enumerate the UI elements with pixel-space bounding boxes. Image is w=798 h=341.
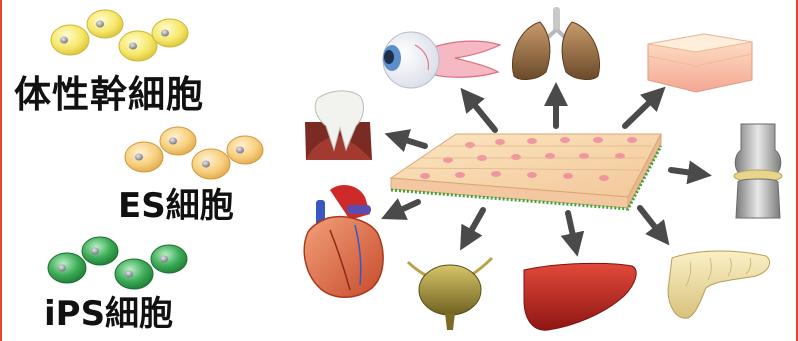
knee-joint-icon — [734, 124, 782, 218]
cell — [227, 136, 263, 164]
cell — [51, 25, 89, 55]
arrow-to-heart — [392, 202, 418, 214]
somatic-stem-cell-label: 体性幹細胞 — [14, 76, 204, 113]
bladder-icon — [408, 258, 492, 330]
cell — [115, 259, 153, 289]
es-cell-label: ES細胞 — [118, 189, 234, 223]
cell — [151, 245, 187, 273]
ips-cell-label: iPS細胞 — [44, 297, 173, 331]
cell — [119, 31, 157, 61]
es-cells — [125, 127, 263, 179]
heart-icon — [304, 185, 383, 297]
cell — [125, 142, 163, 172]
liver-icon — [524, 263, 636, 330]
arrow-to-bladder — [466, 210, 483, 240]
cell — [48, 253, 86, 283]
pancreas-icon — [668, 251, 770, 318]
eye-icon — [383, 32, 500, 88]
cell — [160, 127, 196, 155]
tissue-sheet — [391, 134, 661, 209]
ips-cells — [48, 237, 187, 289]
arrow-to-eye — [468, 97, 495, 130]
arrow-to-pancreas — [640, 208, 662, 236]
skin-icon — [648, 34, 752, 92]
arrow-to-knee — [671, 170, 700, 174]
cell — [192, 149, 230, 179]
arrow-to-liver — [568, 213, 575, 245]
cell — [152, 19, 188, 47]
cell — [87, 10, 123, 38]
cell — [82, 237, 118, 265]
lungs-icon — [512, 7, 599, 79]
arrow-to-tooth — [396, 137, 425, 146]
tooth-icon — [305, 91, 372, 160]
arrow-to-skin — [625, 95, 657, 126]
somatic-stem-cells — [51, 10, 188, 61]
